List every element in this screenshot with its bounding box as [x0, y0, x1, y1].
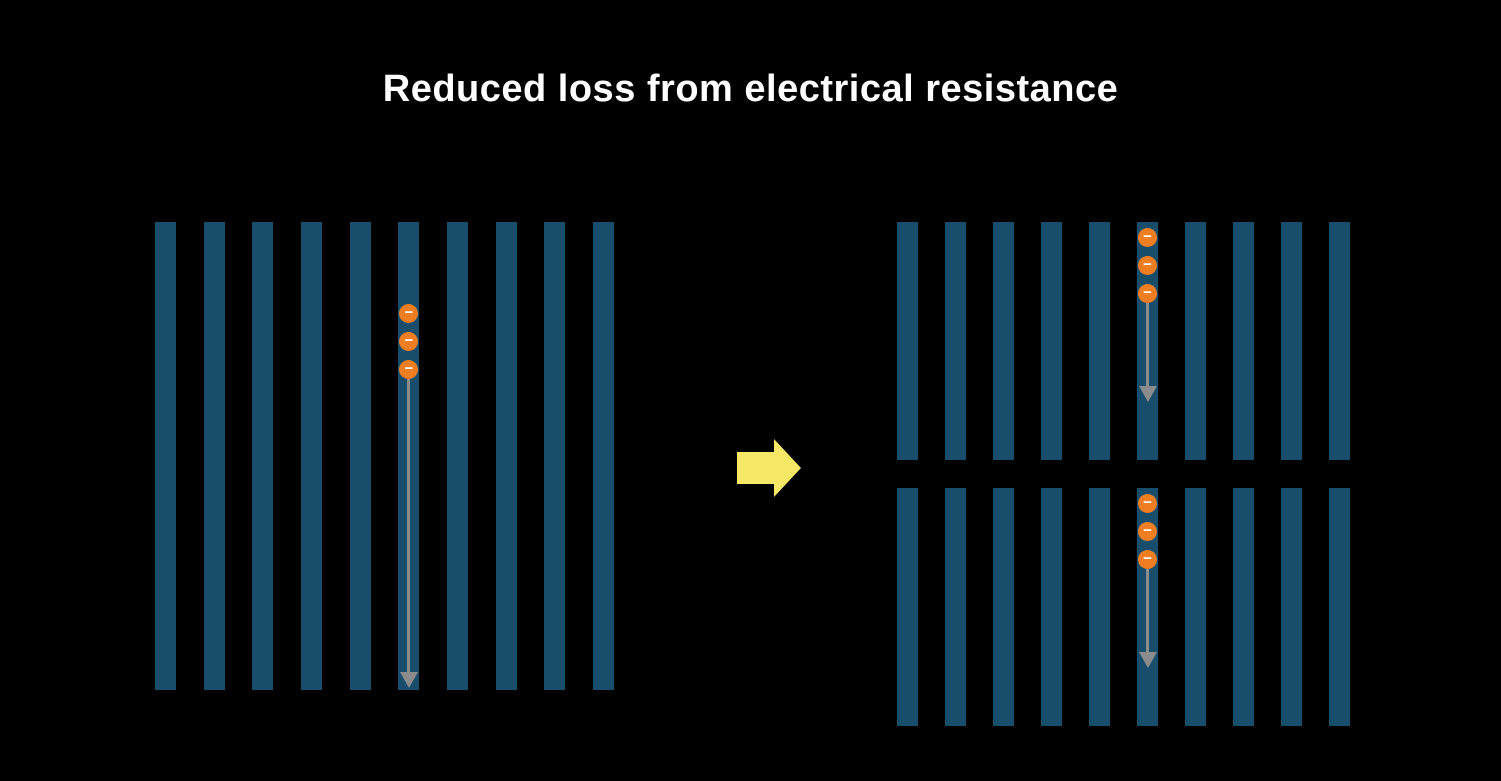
cell-bar — [446, 222, 468, 690]
cell-bar — [1185, 488, 1206, 726]
half-cut-top-panel: − − − — [897, 222, 1350, 460]
electron-icon: − — [1138, 227, 1157, 247]
electron-icon: − — [399, 331, 419, 351]
cell-bar — [897, 222, 918, 460]
cell-bar — [993, 222, 1014, 460]
electron-flow-line — [1146, 569, 1149, 652]
cell-bar — [544, 222, 566, 690]
cell-bar — [945, 222, 966, 460]
cell-bar — [300, 222, 322, 690]
cell-bar — [1233, 222, 1254, 460]
cell-bar — [495, 222, 517, 690]
electron-flow-arrowhead — [399, 672, 418, 688]
cell-bar — [1233, 488, 1254, 726]
minus-symbol: − — [1143, 493, 1152, 511]
cell-bar — [1281, 488, 1302, 726]
cell-bar — [1041, 488, 1062, 726]
electron-flow-line — [407, 379, 411, 672]
cell-bar — [1089, 222, 1110, 460]
cell-bar — [1041, 222, 1062, 460]
electron-icon: − — [1138, 255, 1157, 275]
cell-finger-bars — [155, 222, 614, 690]
half-cut-bottom-panel: − − − — [897, 488, 1350, 726]
full-cell-panel: − − − — [155, 222, 614, 690]
electron-icon: − — [1138, 493, 1157, 513]
electron-icon: − — [1138, 549, 1157, 569]
transition-right-arrow-icon — [737, 439, 801, 497]
electron-icon: − — [399, 359, 419, 379]
cell-bar — [1185, 222, 1206, 460]
cell-finger-bars — [897, 488, 1350, 726]
electron-flow-arrowhead — [1138, 386, 1157, 402]
minus-symbol: − — [1143, 549, 1152, 567]
cell-bar — [592, 222, 614, 690]
cell-bar — [945, 488, 966, 726]
diagram-title: Reduced loss from electrical resistance — [382, 68, 1119, 110]
cell-bar — [252, 222, 274, 690]
electron-icon: − — [399, 303, 419, 323]
cell-bar — [203, 222, 225, 690]
electron-icon: − — [1138, 521, 1157, 541]
minus-symbol: − — [404, 359, 414, 377]
cell-bar — [993, 488, 1014, 726]
minus-symbol: − — [1143, 521, 1152, 539]
minus-symbol: − — [404, 303, 414, 321]
cell-bar — [1089, 488, 1110, 726]
right-arrow-shape — [737, 439, 801, 497]
electron-icon: − — [1138, 283, 1157, 303]
cell-bar — [155, 222, 176, 690]
cell-bar — [1281, 222, 1302, 460]
electron-flow-line — [1146, 303, 1149, 386]
cell-bar — [897, 488, 918, 726]
cell-bar — [1329, 222, 1350, 460]
minus-symbol: − — [1143, 255, 1152, 273]
minus-symbol: − — [1143, 227, 1152, 245]
cell-bar — [349, 222, 371, 690]
cell-bar — [1329, 488, 1350, 726]
cell-finger-bars — [897, 222, 1350, 460]
minus-symbol: − — [404, 331, 414, 349]
electron-flow-arrowhead — [1138, 652, 1157, 668]
minus-symbol: − — [1143, 283, 1152, 301]
